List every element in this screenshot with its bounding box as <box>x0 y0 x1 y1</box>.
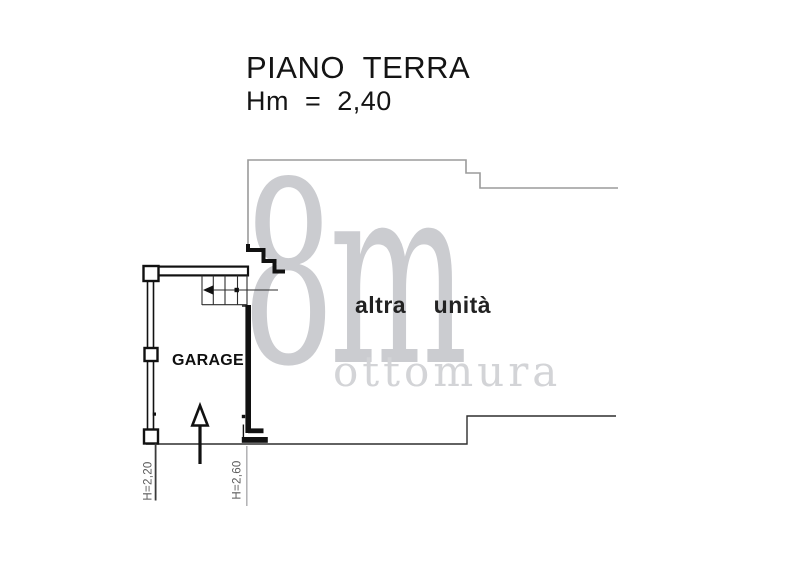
entrance-arrow <box>190 401 210 464</box>
garage-top-wall <box>149 265 250 277</box>
watermark-monogram-text: 8m <box>242 128 464 422</box>
page-title: PIANO TERRA <box>246 50 471 85</box>
stairs-direction-arrow <box>203 285 278 295</box>
garage-right-wall <box>241 305 264 434</box>
height-note: Hm = 2,40 <box>246 86 392 116</box>
watermark-name-text: ottomura <box>333 347 561 396</box>
garage-door-wall <box>241 424 268 443</box>
stepped-wall <box>246 244 285 274</box>
wall-pillars <box>142 264 160 445</box>
height-label-right: H=2,60 <box>231 460 244 500</box>
height-label-left: H=2,20 <box>142 461 155 501</box>
garage-label: GARAGE <box>172 352 245 369</box>
pillar-top <box>142 264 160 283</box>
lower-boundary-outline <box>146 415 616 445</box>
adjacent-unit-outline <box>247 159 618 246</box>
pillar-middle <box>143 346 159 363</box>
pillar-bottom <box>142 428 160 445</box>
adjacent-unit-label: altra unità <box>355 292 492 318</box>
left-wall-jamb-dot <box>152 412 156 416</box>
